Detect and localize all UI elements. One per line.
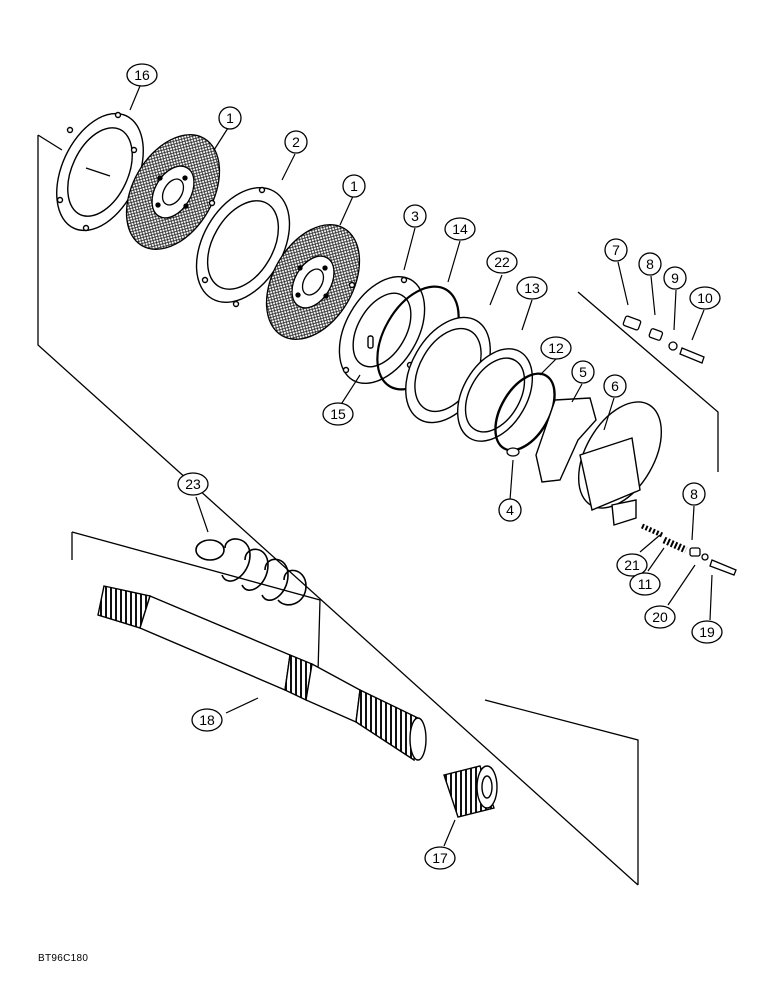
callout-number: 1 bbox=[226, 110, 234, 126]
callout-11: 11 bbox=[629, 572, 661, 596]
inner-seal-13 bbox=[456, 348, 534, 442]
hardware-upper bbox=[622, 315, 705, 364]
pin-4 bbox=[506, 447, 520, 457]
friction-disc-1a bbox=[125, 134, 221, 250]
callout-number: 8 bbox=[646, 256, 654, 272]
callout-14: 14 bbox=[444, 217, 476, 241]
callout-number: 2 bbox=[292, 134, 300, 150]
callout-number: 14 bbox=[452, 221, 468, 237]
callout-number: 23 bbox=[185, 476, 201, 492]
callout-16: 16 bbox=[126, 63, 158, 87]
hardware-lower bbox=[640, 523, 737, 576]
callout-number: 1 bbox=[350, 178, 358, 194]
callout-number: 7 bbox=[612, 242, 620, 258]
assembly-outline bbox=[37, 134, 719, 886]
callout-number: 20 bbox=[652, 609, 668, 625]
callout-9: 9 bbox=[663, 266, 687, 290]
callout-5: 5 bbox=[571, 360, 595, 384]
callout-number: 21 bbox=[624, 557, 640, 573]
callout-1: 1 bbox=[342, 174, 366, 198]
callout-number: 22 bbox=[494, 254, 510, 270]
retainer-5 bbox=[535, 397, 597, 483]
callout-number: 8 bbox=[690, 486, 698, 502]
friction-disc-1b bbox=[265, 224, 361, 340]
separator-plate-16 bbox=[56, 111, 144, 232]
callout-18: 18 bbox=[191, 708, 223, 732]
callout-number: 19 bbox=[699, 624, 715, 640]
callout-21: 21 bbox=[616, 553, 648, 577]
callout-number: 10 bbox=[697, 290, 713, 306]
callout-4: 4 bbox=[498, 498, 522, 522]
callout-3: 3 bbox=[403, 204, 427, 228]
callout-number: 12 bbox=[548, 340, 564, 356]
callout-17: 17 bbox=[424, 846, 456, 870]
callout-23: 23 bbox=[177, 472, 209, 496]
callout-22: 22 bbox=[486, 250, 518, 274]
leader-lines bbox=[129, 85, 713, 847]
callout-1: 1 bbox=[218, 106, 242, 130]
callout-8: 8 bbox=[638, 252, 662, 276]
figure-code: BT96C180 bbox=[38, 953, 89, 964]
callout-20: 20 bbox=[644, 605, 676, 629]
callout-number: 6 bbox=[611, 378, 619, 394]
callout-2: 2 bbox=[284, 130, 308, 154]
callout-number: 9 bbox=[671, 270, 679, 286]
callout-number: 15 bbox=[330, 406, 346, 422]
callout-6: 6 bbox=[603, 374, 627, 398]
callout-number: 18 bbox=[199, 712, 215, 728]
callout-number: 11 bbox=[638, 576, 653, 592]
housing-6 bbox=[577, 401, 663, 526]
callout-number: 5 bbox=[579, 364, 587, 380]
gear-17 bbox=[443, 765, 498, 818]
callout-number: 4 bbox=[506, 502, 514, 518]
callout-12: 12 bbox=[540, 336, 572, 360]
callout-19: 19 bbox=[691, 620, 723, 644]
shaft-18 bbox=[97, 585, 427, 762]
callout-10: 10 bbox=[689, 286, 721, 310]
callout-8: 8 bbox=[682, 482, 706, 506]
callout-15: 15 bbox=[322, 402, 354, 426]
snap-ring-12 bbox=[494, 372, 556, 452]
coil-spring-23 bbox=[195, 538, 307, 606]
callout-number: 13 bbox=[524, 280, 540, 296]
callout-number: 17 bbox=[432, 850, 448, 866]
callout-number: 16 bbox=[134, 67, 150, 83]
callout-7: 7 bbox=[604, 238, 628, 262]
callout-13: 13 bbox=[516, 276, 548, 300]
separator-plate-2 bbox=[195, 186, 291, 308]
callout-number: 3 bbox=[411, 208, 419, 224]
